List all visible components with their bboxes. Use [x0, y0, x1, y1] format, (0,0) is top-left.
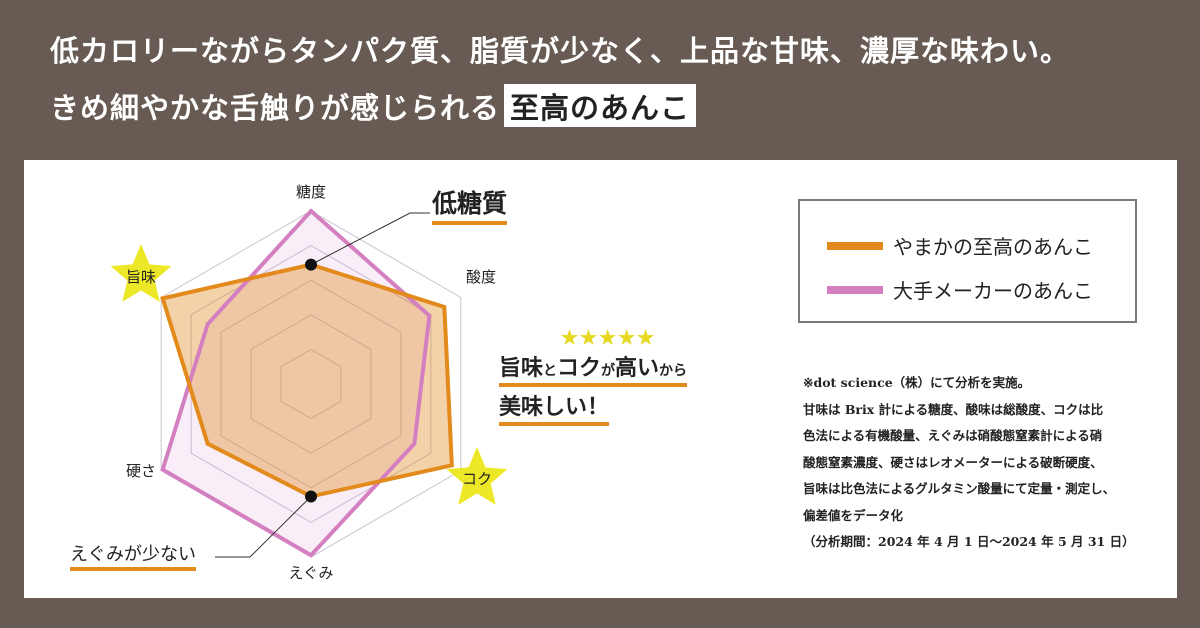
series-major-maker: [160, 208, 432, 558]
analysis-note: ※dot science（株）にて分析を実施。 甘味は Brix 計による糖度、…: [803, 370, 1163, 556]
note-line: 偏差値をデータ化: [803, 507, 904, 523]
axis-label: 糖度: [296, 183, 326, 201]
marker-dot: [305, 258, 317, 271]
star-icon: [446, 447, 508, 505]
callout-tasty-line2: 美味しい！: [499, 389, 610, 426]
grid-ring: [280, 348, 342, 420]
callout-leaders: [215, 212, 430, 558]
chart-legend: やまかの至高のあんこ 大手メーカーのあんこ: [798, 199, 1137, 323]
marker-dot: [305, 490, 317, 503]
legend-swatch-purple: [827, 285, 883, 294]
callout-low-harshness: えぐみが少ない: [70, 540, 196, 571]
five-stars: ★★★★★: [561, 327, 657, 349]
note-line: 旨味は比色法によるグルタミン酸量にて定量・測定し、: [803, 481, 1116, 496]
series-fill: [162, 211, 430, 556]
axis-label: 旨味: [126, 268, 156, 286]
note-line: 色法による有機酸量、えぐみは硝酸態窒素計による硝: [803, 428, 1103, 443]
axis-label: 酸度: [466, 268, 496, 286]
note-line: 酸態窒素濃度、硬さはレオメーターによる破断硬度、: [803, 454, 1103, 470]
legend-swatch-orange: [827, 241, 883, 250]
headline-line-2: きめ細やかな舌触りが感じられる 至高のあんこ: [50, 84, 697, 127]
axis-label: えぐみ: [288, 564, 333, 582]
grid-ring: [220, 279, 402, 489]
headline-highlight: 至高のあんこ: [504, 84, 697, 127]
legend-item-yamaka: やまかの至高のあんこ: [827, 231, 1093, 260]
grid-ring: [250, 314, 372, 454]
leader-line: [310, 212, 430, 266]
note-line: （分析期間：2024 年 4 月 1 日〜2024 年 5 月 31 日）: [803, 534, 1135, 549]
headline-line-1: 低カロリーながらタンパク質、脂質が少なく、上品な甘味、濃厚な味わい。: [50, 34, 1071, 68]
callout-tasty-line1: 旨味とコクが高いから: [499, 350, 688, 387]
legend-item-major-maker: 大手メーカーのあんこ: [827, 275, 1093, 304]
series-fill: [162, 264, 452, 497]
axis-label: 硬さ: [126, 462, 156, 480]
highlight-stars: [110, 244, 508, 505]
note-line: 甘味は Brix 計による糖度、酸味は総酸度、コクは比: [803, 401, 1104, 417]
star-icon: [110, 244, 172, 302]
callout-tasty: 旨味とコクが高いから 美味しい！: [499, 350, 688, 426]
leader-line: [215, 496, 312, 558]
note-line: ※dot science（株）にて分析を実施。: [803, 375, 1031, 390]
headline-line-2-text: きめ細やかな舌触りが感じられる: [50, 90, 501, 125]
axis-label: コク: [462, 470, 492, 488]
callout-low-sugar: 低糖質: [432, 184, 508, 225]
